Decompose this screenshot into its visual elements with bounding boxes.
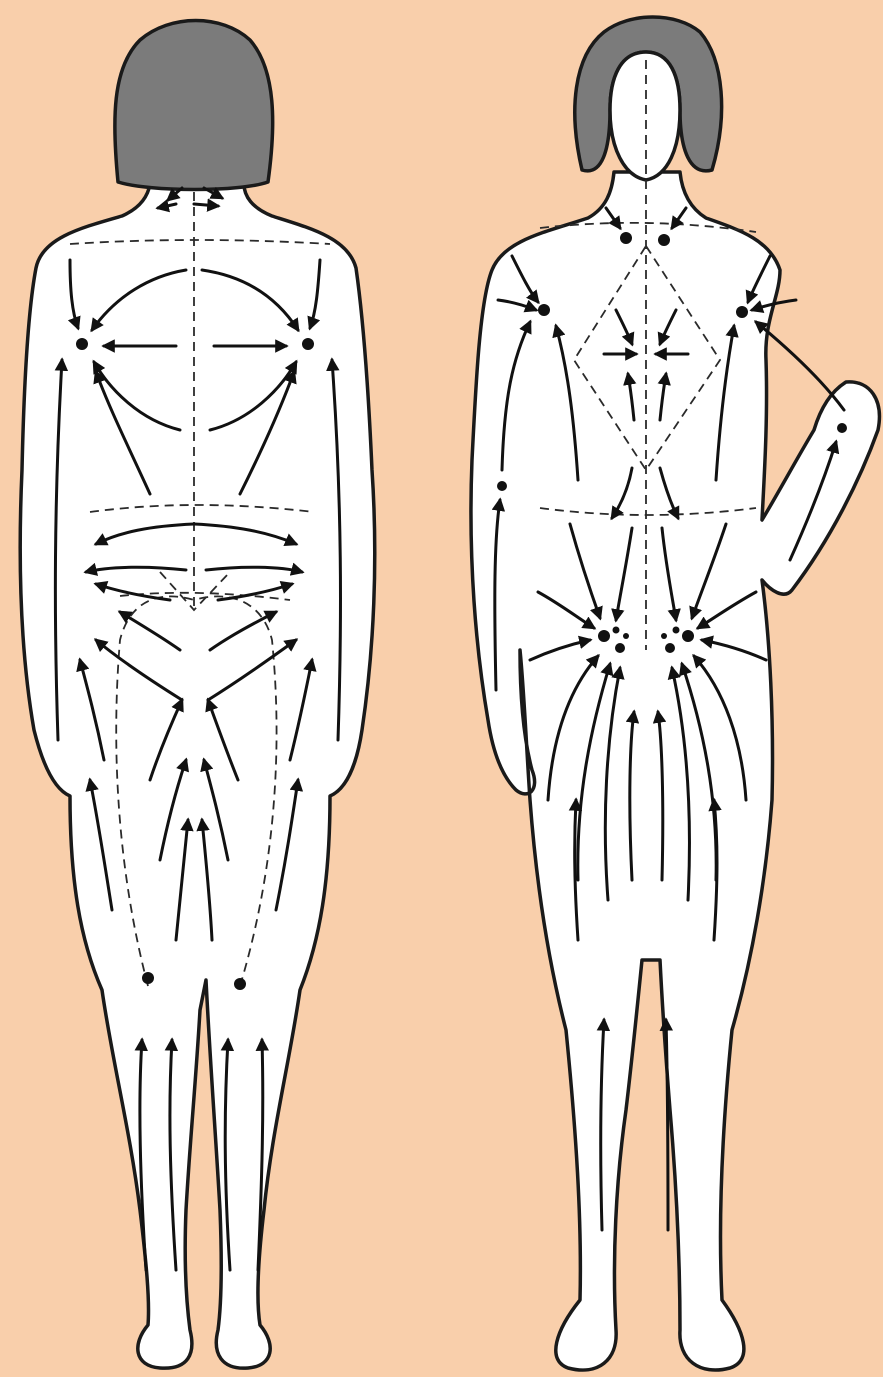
front-node-right-elbow bbox=[837, 423, 847, 433]
front-view-face bbox=[610, 52, 680, 180]
back-node-left-axilla bbox=[76, 338, 88, 350]
front-node-left-axilla bbox=[538, 304, 550, 316]
back-node-right-knee bbox=[234, 978, 246, 990]
front-node-right-axilla bbox=[736, 306, 748, 318]
back-node-right-axilla bbox=[302, 338, 314, 350]
back-view-hair bbox=[115, 21, 273, 190]
back-node-left-knee bbox=[142, 972, 154, 984]
front-node-left-clavicle bbox=[620, 232, 632, 244]
front-node-left-elbow bbox=[497, 481, 507, 491]
front-node-right-clavicle bbox=[658, 234, 670, 246]
